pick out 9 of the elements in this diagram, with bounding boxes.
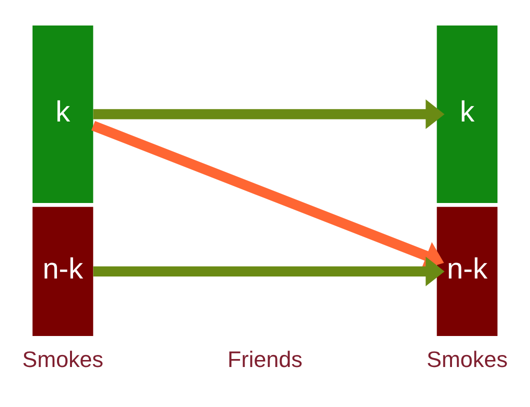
arrow bbox=[93, 256, 445, 286]
arrow bbox=[93, 99, 445, 130]
node-box: n-k bbox=[436, 206, 498, 336]
label: Smokes bbox=[426, 346, 508, 372]
node-box: n-k bbox=[32, 206, 94, 336]
label: Friends bbox=[228, 346, 302, 372]
node-box: k bbox=[32, 26, 94, 203]
node-box: k bbox=[436, 26, 498, 203]
label: Smokes bbox=[22, 346, 104, 372]
